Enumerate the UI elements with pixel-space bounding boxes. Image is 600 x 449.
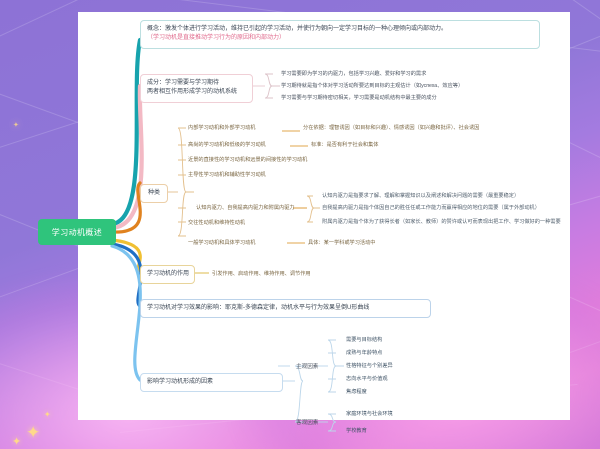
leaf-composition-3: 学习需要与学习期待密切相关，学习需要是动机结构中最主要的成分 <box>281 95 437 101</box>
sparkle-icon: ✦ <box>13 122 19 129</box>
types-label: 种类 <box>147 190 160 196</box>
leaf-types-3: 近景的直接性的学习动机和远景的间接性的学习动机 <box>188 157 308 163</box>
leaf-types-4: 主导性学习动机和辅助性学习动机 <box>188 172 266 178</box>
leaf-subjective-3: 性格特征与个别差异 <box>346 363 393 369</box>
concept-line-2: （学习动机是直接推动学习行为的原因和内部动力） <box>147 35 286 42</box>
leaf-subjective-1: 需要与目标结构 <box>346 337 383 343</box>
leaf-objective-1: 家庭环境与社会环境 <box>346 411 393 417</box>
leaf-types-1-note: 分在依据：理智诱因（如目标和兴趣）、情感诱因（如兴趣和批评）、社会诱因 <box>303 125 480 131</box>
sparkle-icon: ✦ <box>26 423 41 442</box>
root-label: 学习动机概述 <box>51 227 103 237</box>
leaf-types-1: 内部学习动机和外部学习动机 <box>188 125 256 131</box>
leaf-types-2: 高尚的学习动机和低级的学习动机 <box>188 142 266 148</box>
node-types[interactable]: 种类 <box>140 184 168 204</box>
leaf-types-7-note: 具体：某一学科或学习活动中 <box>308 240 376 246</box>
effect-text: 学习动机对学习效果的影响：耶克斯-多德森定律，动机水平与行为效果呈倒U形曲线 <box>147 305 370 311</box>
sparkle-icon: ✦ <box>44 410 51 419</box>
leaf-types-6: 交往性动机和维持性动机 <box>188 220 246 226</box>
leaf-composition-1: 学习需要即为学习的内驱力，包括学习兴趣、爱好和学习的需求 <box>281 71 427 77</box>
node-function[interactable]: 学习动机的作用 <box>140 265 195 285</box>
leaf-types-7: 一般学习动机和具体学习动机 <box>188 240 256 246</box>
leaf-types-5: 认知内驱力、自我提高内驱力和附属内驱力 <box>196 205 295 211</box>
node-factors-objective[interactable]: 客观因素 <box>296 420 319 426</box>
leaf-subjective-4: 志向水平与价值观 <box>346 376 388 382</box>
node-effect[interactable]: 学习动机对学习效果的影响：耶克斯-多德森定律，动机水平与行为效果呈倒U形曲线 <box>140 299 431 319</box>
node-concept[interactable]: 概念：激发个体进行学习活动，维持已引起的学习活动，并使行为朝向一定学习目标的一种… <box>140 20 540 49</box>
sparkle-icon: ✦ <box>12 436 22 448</box>
leaf-composition-2: 学习期待就是指个体对学习活动所要达到目标的主观估计（如успеха、效应等） <box>281 83 464 89</box>
composition-line-1: 成分：学习需要与学习期待 <box>147 80 220 86</box>
composition-line-2: 两者相互作用形成学习的动机系统 <box>147 89 238 96</box>
leaf-drive-1: 认知内驱力是指要求了解、理解和掌握知识以及阐述和解决问题的需要（最重要稳定） <box>322 193 520 199</box>
root-node[interactable]: 学习动机概述 <box>38 219 116 245</box>
leaf-subjective-2: 成熟与年龄特点 <box>346 350 383 356</box>
leaf-subjective-5: 焦虑程度 <box>346 389 367 395</box>
leaf-types-2-note: 标准：是否有利于社会和集体 <box>311 142 379 148</box>
concept-line-1: 概念：激发个体进行学习活动，维持已引起的学习活动，并使行为朝向一定学习目标的一种… <box>147 26 448 32</box>
node-composition[interactable]: 成分：学习需要与学习期待 两者相互作用形成学习的动机系统 <box>140 74 253 103</box>
factors-label: 影响学习动机形成的因素 <box>147 379 214 385</box>
leaf-function-note: 引发作用、启动作用、维持作用、调节作用 <box>212 271 311 277</box>
leaf-objective-2: 学校教育 <box>346 428 367 434</box>
node-factors-subjective[interactable]: 主观因素 <box>296 364 319 370</box>
node-factors[interactable]: 影响学习动机形成的因素 <box>140 373 283 393</box>
leaf-drive-2: 自我提高内驱力是指个体因自己的胜任任或工作能力而赢得相应的地位的需要（属于外部动… <box>322 205 540 211</box>
leaf-drive-3: 附属内驱力是指个体为了获得长者（如家长、教师）的赞许或认可而表现出把工作、学习做… <box>322 219 561 225</box>
function-label: 学习动机的作用 <box>147 271 190 277</box>
